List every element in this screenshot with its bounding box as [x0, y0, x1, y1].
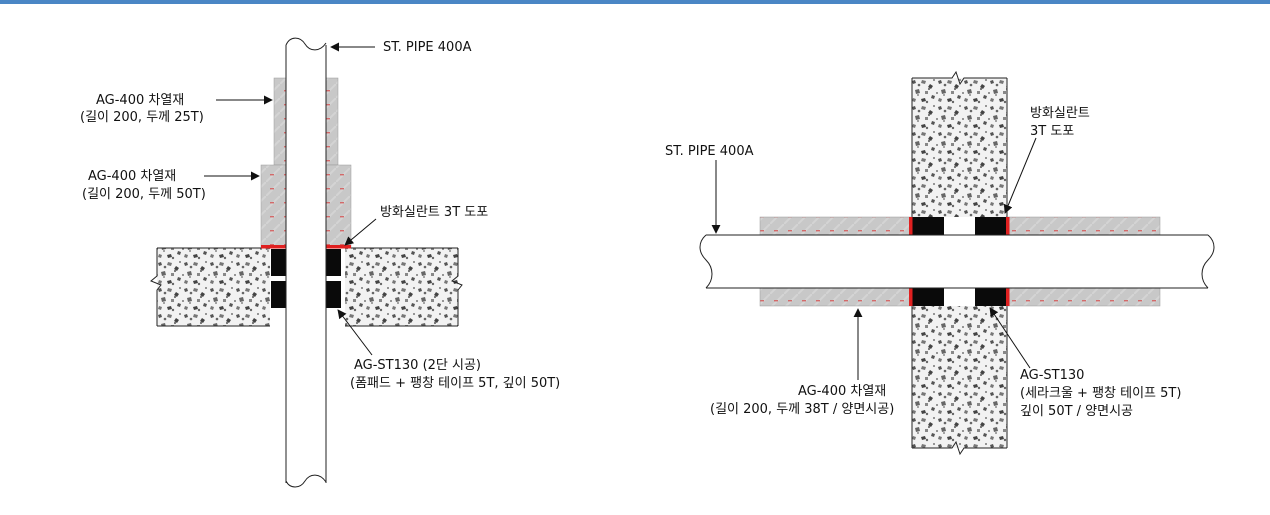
left-sealant-label: 방화실란트 3T 도포 [380, 205, 488, 220]
left-insulation-25t [273, 77, 339, 166]
right-insul-label-1: AG-400 차열재 [798, 384, 886, 399]
right-st130-blocks [912, 217, 1007, 306]
left-pipe [285, 37, 327, 488]
left-insul-25t-label-1: AG-400 차열재 [96, 93, 184, 108]
right-fire-sealant [909, 217, 1010, 306]
left-insulation-50t [260, 164, 352, 248]
left-insul-50t-label-2: (길이 200, 두께 50T) [82, 187, 206, 202]
right-insulation [759, 216, 1161, 307]
right-wall [911, 70, 1008, 456]
left-st130-label-2: (폼패드 + 팽창 테이프 5T, 깊이 50T) [350, 376, 560, 391]
left-st130-label-1: AG-ST130 (2단 시공) [354, 358, 481, 373]
right-insul-label-2: (길이 200, 두께 38T / 양면시공) [710, 402, 894, 417]
left-floor-slab [150, 247, 463, 327]
left-diagram: ST. PIPE 400A AG-400 차열재 (길이 200, 두께 25T… [80, 37, 560, 488]
right-sealant-label-1: 방화실란트 [1030, 106, 1090, 121]
right-st130-label-1: AG-ST130 [1020, 368, 1084, 383]
left-insul-25t-label-2: (길이 200, 두께 25T) [80, 110, 204, 125]
right-pipe-label: ST. PIPE 400A [665, 144, 754, 159]
left-st130-blocks [271, 249, 341, 308]
right-pipe [699, 234, 1215, 289]
right-diagram: ST. PIPE 400A 방화실란트 3T 도포 AG-400 차열재 (길이… [665, 70, 1215, 456]
right-sealant-label-2: 3T 도포 [1030, 124, 1074, 139]
left-insul-50t-label-1: AG-400 차열재 [88, 169, 176, 184]
left-pipe-label: ST. PIPE 400A [383, 40, 472, 55]
right-st130-label-2: (세라크울 + 팽창 테이프 5T) [1020, 386, 1181, 401]
left-fire-sealant [261, 245, 351, 249]
right-st130-label-3: 깊이 50T / 양면시공 [1020, 404, 1133, 419]
top-accent-bar [0, 0, 1270, 4]
